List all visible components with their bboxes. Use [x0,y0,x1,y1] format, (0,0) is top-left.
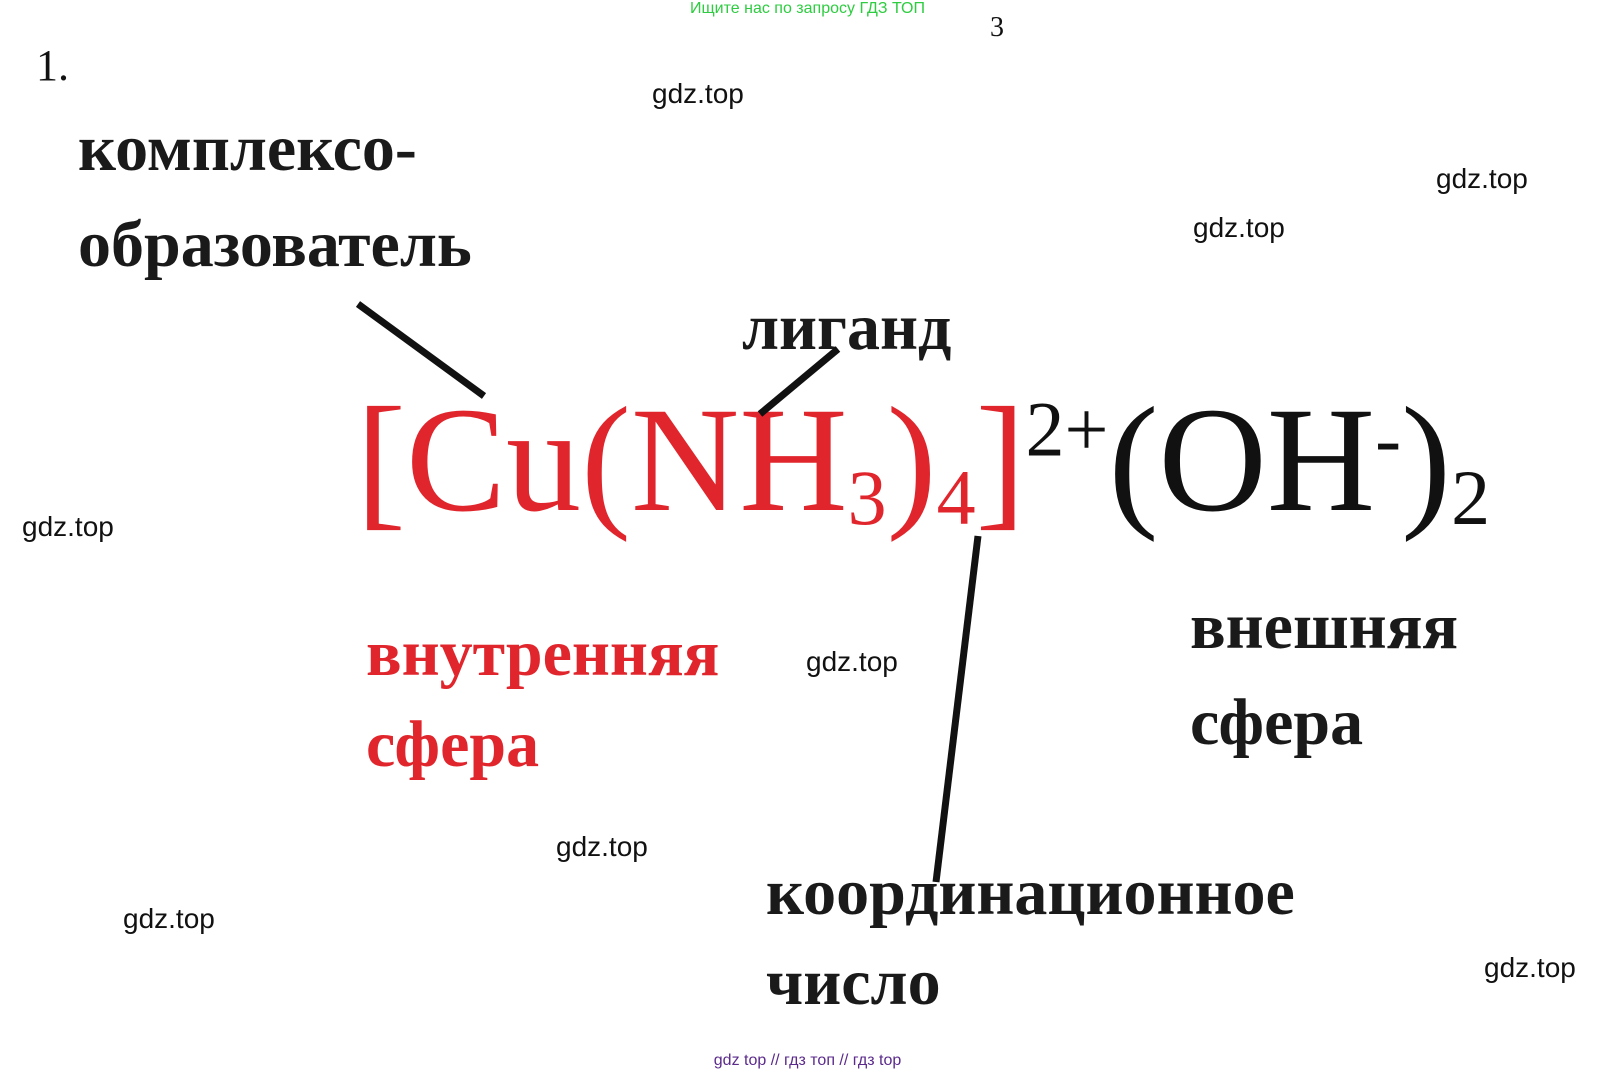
leader-line-coordination-number [932,535,982,883]
label-complexing-agent-line1: комплексо- [78,112,417,185]
watermark: gdz.top [1193,212,1285,243]
watermark: gdz.top [806,646,898,677]
label-coordination-number-line1: координационное [766,856,1295,929]
formula-central-atom: Cu [405,377,582,543]
watermark: gdz.top [652,78,744,109]
watermark: gdz.top [1484,952,1576,983]
formula-coordination-number: 4 [936,454,976,542]
formula-outer-open-paren: ( [1108,377,1159,543]
formula-ligand-subscript: 3 [847,454,887,542]
complex-formula: [Cu(NH3)4]2+(OH-)2 [356,385,1490,537]
formula-outer-close-paren: ) [1401,377,1452,543]
formula-close-bracket: ] [975,377,1026,543]
formula-charge: 2+ [1025,385,1109,473]
formula-outer-ion: OH [1158,377,1376,543]
label-inner-sphere-line2: сфера [366,708,540,781]
label-inner-sphere-line1: внутренняя [366,617,720,690]
watermark: gdz.top [22,511,114,542]
label-complexing-agent-line2: образователь [78,208,472,281]
label-outer-sphere-line1: внешняя [1190,590,1459,663]
watermark: gdz.top [1436,163,1528,194]
watermark: gdz.top [123,903,215,934]
leader-line-ligand [757,346,841,417]
footer-links: gdz top // гдз топ // гдз top [713,1052,902,1069]
label-coordination-number-line2: число [766,946,941,1019]
formula-ligand: NH [630,377,848,543]
formula-outer-ion-charge: - [1375,394,1402,482]
label-outer-sphere-line2: сфера [1190,686,1364,759]
watermark: gdz.top [556,831,648,862]
page-mark: 3 [990,12,1004,43]
formula-outer-count: 2 [1451,454,1491,542]
item-number: 1. [36,41,69,90]
leader-line-complexing-agent [355,301,487,399]
formula-open-paren: ( [581,377,631,543]
label-ligand: лиганд [742,291,952,364]
formula-close-paren: ) [886,377,937,543]
formula-open-bracket: [ [356,377,406,543]
top-notice: Ищите нас по запросу ГДЗ ТОП [690,0,925,17]
